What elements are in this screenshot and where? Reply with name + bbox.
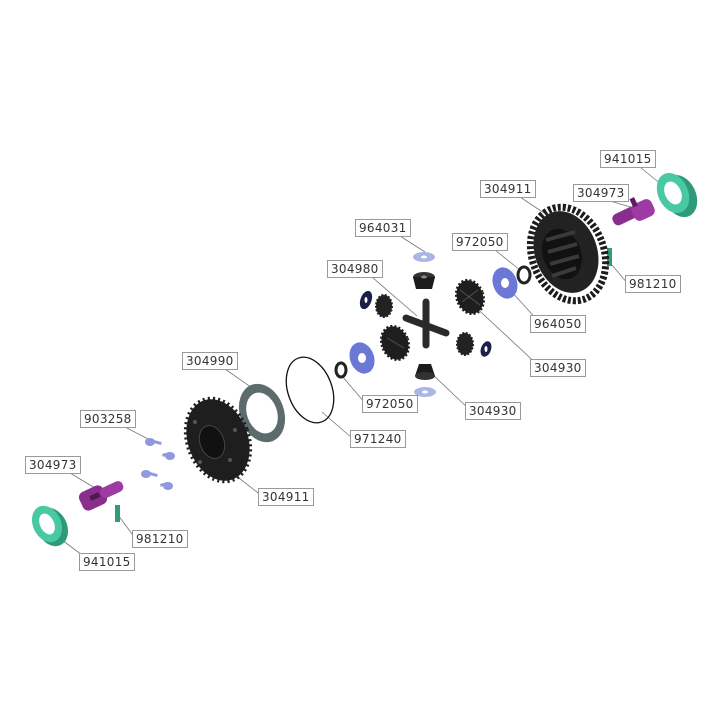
diff-case-304911-left [183, 396, 253, 484]
spider-gear-left [375, 294, 393, 318]
washer-964031 [413, 252, 435, 262]
seal-ring-941015-right [656, 172, 698, 218]
o-ring-972050-upper [516, 265, 532, 285]
callout-972050-upper: 972050 [452, 233, 508, 251]
callout-971240: 971240 [350, 430, 406, 448]
callout-972050-lower: 972050 [362, 395, 418, 413]
callout-981210-right: 981210 [625, 275, 681, 293]
callout-304990: 304990 [182, 352, 238, 370]
callout-304911-right: 304911 [480, 180, 536, 198]
bevel-gear-large-lower [379, 324, 411, 362]
pin-981210-left [115, 505, 120, 522]
spider-gear-right [456, 332, 474, 356]
callout-304930-lower: 304930 [465, 402, 521, 420]
outdrive-304973-left [78, 481, 124, 511]
callout-964050: 964050 [530, 315, 586, 333]
o-ring-971240 [285, 356, 335, 424]
pin-981210-right [607, 248, 612, 266]
screws-903258 [141, 438, 175, 490]
bevel-gear-304930-upper [454, 278, 486, 316]
washer-bottom [414, 387, 436, 397]
callout-304973-right: 304973 [573, 184, 629, 202]
callout-304930-upper: 304930 [530, 359, 586, 377]
o-ring-972050-lower [334, 361, 348, 379]
callout-304980: 304980 [327, 260, 383, 278]
cross-shaft-304980 [402, 298, 450, 349]
callout-903258: 903258 [80, 410, 136, 428]
callout-941015-right: 941015 [600, 150, 656, 168]
shim-blue-lower [349, 342, 375, 374]
gasket-304990 [238, 383, 286, 443]
spider-gear-top [413, 272, 435, 289]
bevel-gear-304930-lower [415, 364, 435, 380]
callout-964031: 964031 [355, 219, 411, 237]
shim-964050 [492, 267, 518, 299]
callout-941015-left: 941015 [79, 553, 135, 571]
callout-981210-left: 981210 [132, 530, 188, 548]
callout-304911-left: 304911 [258, 488, 314, 506]
ring-gear-304911-right [526, 203, 610, 305]
outdrive-304973-right [612, 197, 655, 226]
seal-ring-941015-left [31, 505, 69, 547]
callout-304973-left: 304973 [25, 456, 81, 474]
